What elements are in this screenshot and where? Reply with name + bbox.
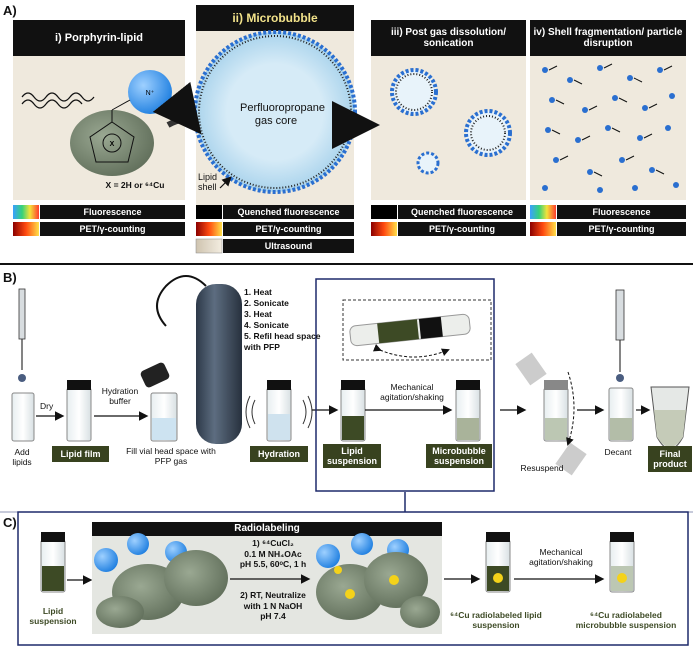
lipid-film-label: Lipid film bbox=[52, 446, 109, 462]
cond1-line1: 1) ⁶⁴CuCl₂ bbox=[252, 538, 294, 548]
cond1: 1) ⁶⁴CuCl₂ 0.1 M NH₄OAc pH 5.5, 60ᵒC, 1 … bbox=[224, 538, 322, 570]
decant-label: Decant bbox=[604, 447, 632, 457]
lipid-shell-label: Lipid shell bbox=[198, 172, 218, 192]
step-3: 3. Heat bbox=[244, 309, 272, 319]
step-2: 2. Sonicate bbox=[244, 298, 289, 308]
c-mech-label: Mechanical agitation/shaking bbox=[529, 547, 593, 567]
fill-vial-label: Fill vial head space with PFP gas bbox=[126, 446, 216, 466]
panel-ii-title: ii) Microbubble bbox=[196, 5, 354, 31]
panel-a-label: A) bbox=[3, 3, 17, 18]
i-row-1: Fluorescence bbox=[40, 205, 185, 219]
lipid-suspension-label: Lipid suspension bbox=[323, 444, 381, 468]
microbubble-suspension-label: Microbubble suspension bbox=[426, 444, 492, 468]
cond2: 2) RT, Neutralize with 1 N NaOH pH 7.4 bbox=[224, 590, 322, 622]
cond2-line3: pH 7.4 bbox=[260, 611, 286, 621]
dry-label: Dry bbox=[40, 401, 54, 411]
iv-row-1: Fluorescence bbox=[557, 205, 686, 219]
cond2-line2: with 1 N NaOH bbox=[243, 600, 303, 611]
panel-c-label: C) bbox=[3, 515, 17, 530]
step-list: 1. Heat 2. Sonicate 3. Heat 4. Sonicate … bbox=[244, 287, 326, 353]
step-4: 4. Sonicate bbox=[244, 320, 289, 330]
c-lipid-suspension: Lipid suspension bbox=[29, 606, 77, 626]
step-5: 5. Refil head space with PFP bbox=[244, 331, 321, 352]
panel-i-title: i) Porphyrin-lipid bbox=[13, 20, 185, 56]
final-product-label: Final product bbox=[648, 446, 692, 472]
cu-micro-label: ⁶⁴Cu radiolabeled microbubble suspension bbox=[575, 610, 677, 630]
iii-row-1: Quenched fluorescence bbox=[398, 205, 526, 219]
cond2-line1: 2) RT, Neutralize bbox=[240, 590, 306, 600]
i-row-2: PET/γ-counting bbox=[40, 222, 185, 236]
panel-iii-title: iii) Post gas dissolution/ sonication bbox=[371, 20, 526, 56]
panel-b-label: B) bbox=[3, 270, 17, 285]
x-label: X = 2H or ⁶⁴Cu bbox=[105, 180, 165, 190]
mech-label: Mechanical agitation/shaking bbox=[380, 382, 444, 402]
ii-row-1: Quenched fluorescence bbox=[223, 205, 354, 219]
svg-text:X: X bbox=[110, 141, 115, 148]
gas-core-label: Perfluoropropane gas core bbox=[240, 102, 326, 127]
hydration-buffer-label: Hydration buffer bbox=[101, 386, 139, 406]
iii-row-2: PET/γ-counting bbox=[398, 222, 526, 236]
cu-lipid-label: ⁶⁴Cu radiolabeled lipid suspension bbox=[450, 610, 542, 630]
radiolabeling-title: Radiolabeling bbox=[234, 523, 300, 534]
ii-row-3: Ultrasound bbox=[223, 239, 354, 253]
step-1: 1. Heat bbox=[244, 287, 272, 297]
resuspend-label: Resuspend bbox=[520, 463, 564, 473]
panel-iv-title: iv) Shell fragmentation/ particle disrup… bbox=[530, 20, 686, 56]
cond1-line3: pH 5.5, 60ᵒC, 1 h bbox=[239, 559, 307, 569]
iv-row-2: PET/γ-counting bbox=[557, 222, 686, 236]
add-lipids-label: Add lipids bbox=[12, 447, 32, 467]
ii-row-2: PET/γ-counting bbox=[223, 222, 354, 236]
cond1-line2: 0.1 M NH₄OAc bbox=[244, 548, 302, 559]
hydration-label: Hydration bbox=[250, 446, 308, 462]
svg-text:N⁺: N⁺ bbox=[146, 90, 155, 97]
